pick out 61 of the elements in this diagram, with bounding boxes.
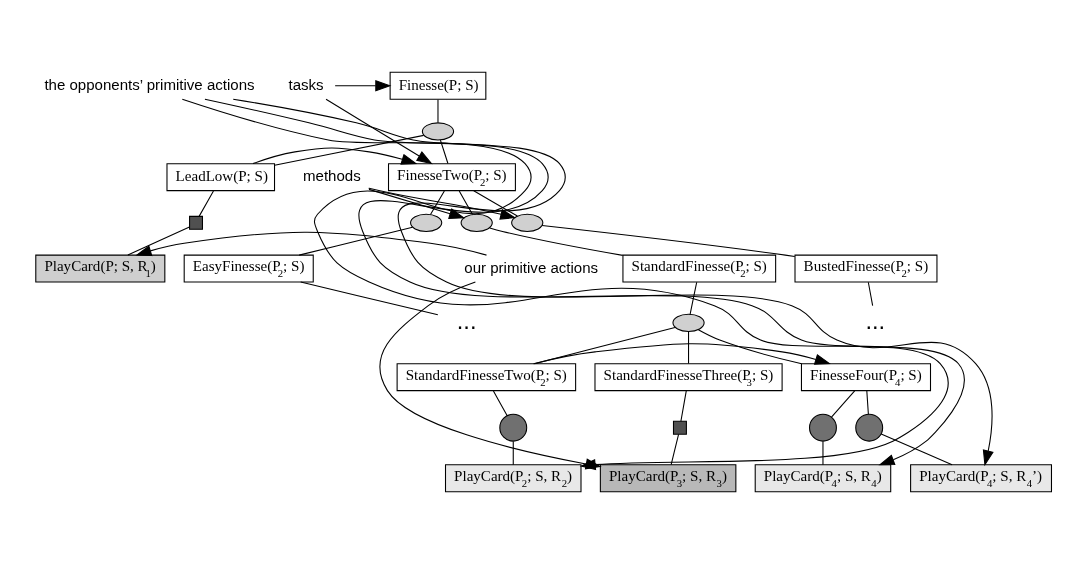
node-ellipse	[421, 121, 455, 141]
node-circle	[499, 413, 528, 442]
connector	[437, 98, 439, 123]
connector	[680, 389, 687, 422]
node-box: PlayCard(P$_{2}$; S, R$_{2}$)	[444, 463, 582, 492]
connector	[512, 440, 514, 465]
node-text: methods	[303, 166, 361, 184]
connector	[127, 225, 190, 255]
node-circle	[855, 413, 884, 442]
connector	[670, 433, 680, 465]
arrow	[368, 187, 517, 220]
connector	[688, 330, 690, 364]
node-text: ...	[865, 307, 886, 334]
connector	[880, 432, 953, 465]
connector	[439, 139, 449, 164]
node-box: StandardFinesseTwo(P$_{2}$; S)	[396, 362, 577, 391]
node-ellipse	[410, 213, 443, 232]
node-box: StandardFinesse(P$_{2}$; S)	[622, 254, 777, 283]
connector	[473, 189, 518, 217]
node-box	[189, 215, 203, 230]
connector	[689, 281, 698, 315]
node-box	[672, 420, 687, 435]
node-box: PlayCard(P; S, R$_{1}$)	[35, 254, 166, 283]
node-box: FinesseFour(P$_{4}$; S)	[800, 362, 932, 391]
node-box: EasyFinesse(P$_{2}$; S)	[183, 254, 314, 283]
arrow	[334, 79, 392, 91]
connector	[697, 328, 803, 364]
connector	[274, 134, 425, 166]
connector	[541, 224, 796, 257]
node-ellipse	[672, 313, 705, 332]
node-box: BustedFinesse(P$_{2}$; S)	[794, 254, 938, 283]
node-box: PlayCard(P$_{4}$; S, R$_{4}$)	[754, 463, 892, 492]
arrow	[368, 188, 466, 219]
arrow	[533, 342, 831, 365]
node-text: the opponents’ primitive actions	[44, 75, 255, 93]
connector	[489, 227, 624, 256]
arrow	[135, 231, 488, 256]
node-text: tasks	[288, 75, 324, 93]
node-box: FinesseTwo(P$_{2}$; S)	[387, 162, 516, 191]
connector	[822, 440, 824, 465]
node-ellipse	[511, 213, 544, 232]
connector	[298, 226, 414, 256]
node-box: Finesse(P; S)	[389, 71, 487, 100]
connector	[492, 389, 508, 416]
node-box: PlayCard(P$_{4}$; S, R$_{4}$’)	[910, 463, 1052, 492]
node-box: PlayCard(P$_{3}$; S, R$_{3}$)	[599, 463, 737, 492]
node-box: StandardFinesseThree(P$_{3}$; S)	[594, 362, 783, 391]
connector	[198, 190, 214, 217]
node-circle	[809, 413, 837, 442]
connector	[830, 389, 856, 418]
arrow	[325, 98, 433, 164]
node-ellipse	[460, 213, 493, 232]
connector	[534, 326, 676, 364]
node-box: LeadLow(P; S)	[166, 162, 276, 191]
connector	[300, 281, 439, 315]
arrow	[252, 147, 418, 165]
connector	[867, 281, 874, 306]
node-text: ...	[456, 307, 477, 334]
node-text: our primitive actions	[464, 258, 599, 276]
connector	[429, 190, 445, 215]
connector	[866, 389, 869, 415]
